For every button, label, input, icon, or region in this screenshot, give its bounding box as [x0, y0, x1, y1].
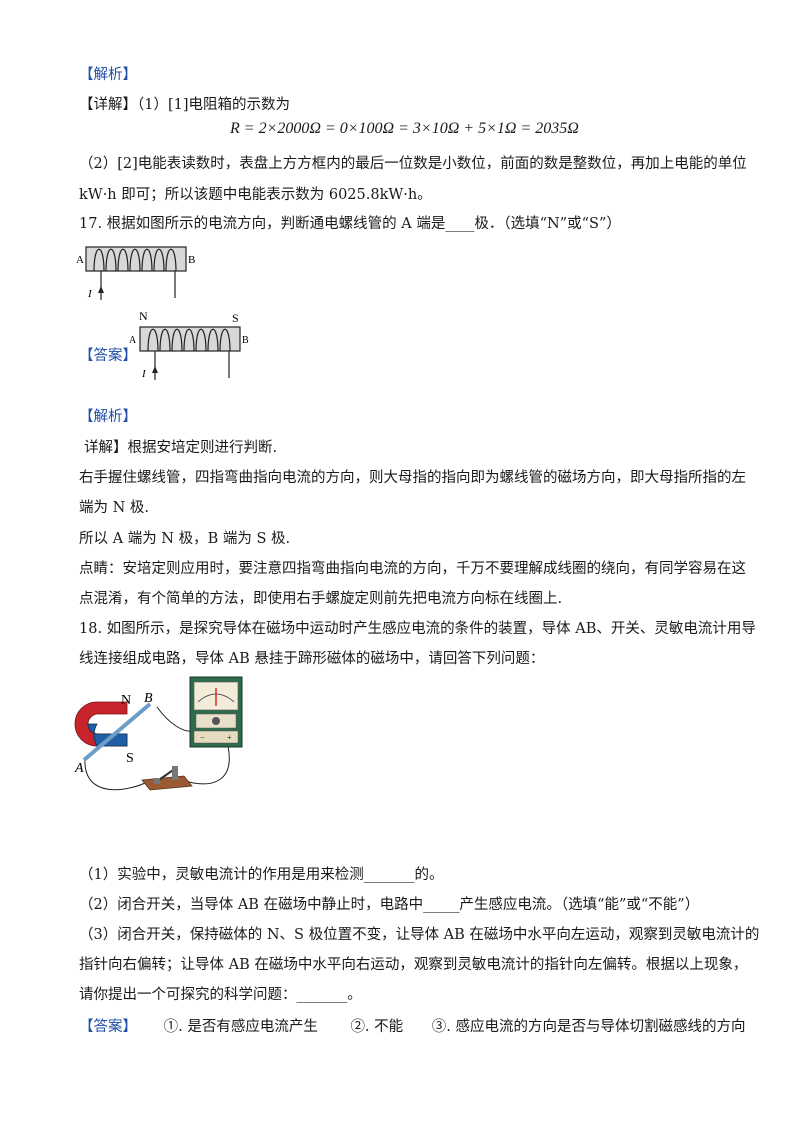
q17-tip-line-1: 点睛：安培定则应用时，要注意四指弯曲指向电流的方向，千万不要理解成线圈的绕向，有…	[79, 561, 746, 577]
q18-answer-line: 【答案】 ①. 是否有感应电流产生 ②. 不能 ③. 感应电流的方向是否与导体切…	[79, 1015, 745, 1036]
solenoid-core	[139, 326, 241, 352]
label-i: I	[87, 288, 93, 300]
label-b: B	[242, 335, 249, 346]
q17-analysis-tag: 【解析】	[79, 409, 137, 425]
svg-text:−: −	[200, 733, 205, 742]
svg-text:+: +	[227, 733, 232, 742]
q18-question-line-1: 18. 如图所示，是探究导体在磁场中运动时产生感应电流的条件的装置，导体 AB、…	[79, 621, 756, 637]
q17-question: 17. 根据如图所示的电流方向，判断通电螺线管的 A 端是____极．（选填“N…	[79, 216, 621, 232]
q18-answer-1: ①. 是否有感应电流产生	[163, 1019, 318, 1035]
magnet-south-half	[87, 723, 128, 747]
knife-switch	[141, 766, 193, 791]
label-a: A	[76, 254, 84, 266]
current-arrow-icon	[152, 366, 158, 373]
q17-detail-line-3: 端为 N 极.	[79, 500, 150, 516]
detail-line-1: 【详解】（1）[1]电阻箱的示数为	[79, 93, 290, 114]
q17-answer-tag: 【答案】	[79, 348, 137, 364]
q17-solenoid-figure: A B I	[76, 246, 195, 300]
q17-answer-figure: N S A B I	[129, 309, 249, 380]
q18-answer-3: ③. 感应电流的方向是否与导体切割磁感线的方向	[431, 1019, 746, 1035]
label-b: B	[144, 691, 153, 706]
q18-sub-question-2: （2）闭合开关，当导体 AB 在磁场中静止时，电路中_____产生感应电流。（选…	[79, 897, 700, 913]
label-b: B	[188, 254, 195, 266]
q18-answer-tag: 【答案】	[79, 1019, 137, 1035]
q18-answer-2: ②. 不能	[350, 1019, 404, 1035]
detail-line-3: kW·h 即可；所以该题中电能表示数为 6025.8kW·h。	[79, 187, 432, 203]
q18-apparatus-figure: N S A B − +	[74, 676, 243, 791]
label-a: A	[74, 761, 84, 776]
solenoid-coils	[147, 328, 231, 352]
label-n: N	[139, 309, 148, 323]
q18-sub-question-3a: （3）闭合开关，保持磁体的 N、S 极位置不变，让导体 AB 在磁场中水平向左运…	[79, 927, 760, 943]
label-s: S	[232, 311, 239, 325]
label-i: I	[141, 368, 147, 380]
q17-tip-line-2: 点混淆，有个简单的方法，即使用右手螺旋定则前先把电流方向标在线圈上.	[79, 591, 563, 607]
q18-sub-question-3c: 请你提出一个可探究的科学问题：_______。	[79, 987, 362, 1003]
current-arrow-icon	[98, 286, 104, 293]
q18-sub-question-3b: 指针向右偏转；让导体 AB 在磁场中水平向右运动，观察到灵敏电流计的指针向左偏转…	[79, 957, 748, 973]
q17-detail-line-4: 所以 A 端为 N 极，B 端为 S 极.	[79, 531, 291, 547]
q18-question-line-2: 线连接组成电路，导体 AB 悬挂于蹄形磁体的磁场中，请回答下列问题：	[79, 651, 545, 667]
detail-text: （1）[1]电阻箱的示数为	[137, 97, 291, 113]
q17-detail-line-2: 右手握住螺线管，四指弯曲指向电流的方向，则大母指的指向即为螺线管的磁场方向，即大…	[79, 470, 746, 486]
resistance-formula: R = 2×2000Ω = 0×100Ω = 3×10Ω + 5×1Ω = 20…	[230, 120, 579, 137]
label-n: N	[121, 693, 131, 708]
galvanometer: − +	[189, 676, 243, 748]
q18-sub-question-1: （1）实验中，灵敏电流计的作用是用来检测_______的。	[79, 867, 444, 883]
wire-bottom-right	[181, 741, 230, 785]
conductor-ab	[82, 702, 152, 762]
analysis-tag: 【解析】	[79, 67, 137, 83]
q17-detail-line-1: 详解】根据安培定则进行判断.	[84, 440, 278, 456]
label-s: S	[126, 751, 134, 766]
wire-bottom-left	[84, 756, 148, 791]
label-a: A	[129, 335, 137, 346]
solenoid-coils	[93, 248, 177, 272]
detail-prefix: 【详解】	[79, 97, 137, 113]
detail-line-2: （2）[2]电能表读数时，表盘上方方框内的最后一位数是小数位，前面的数是整数位，…	[79, 156, 747, 172]
